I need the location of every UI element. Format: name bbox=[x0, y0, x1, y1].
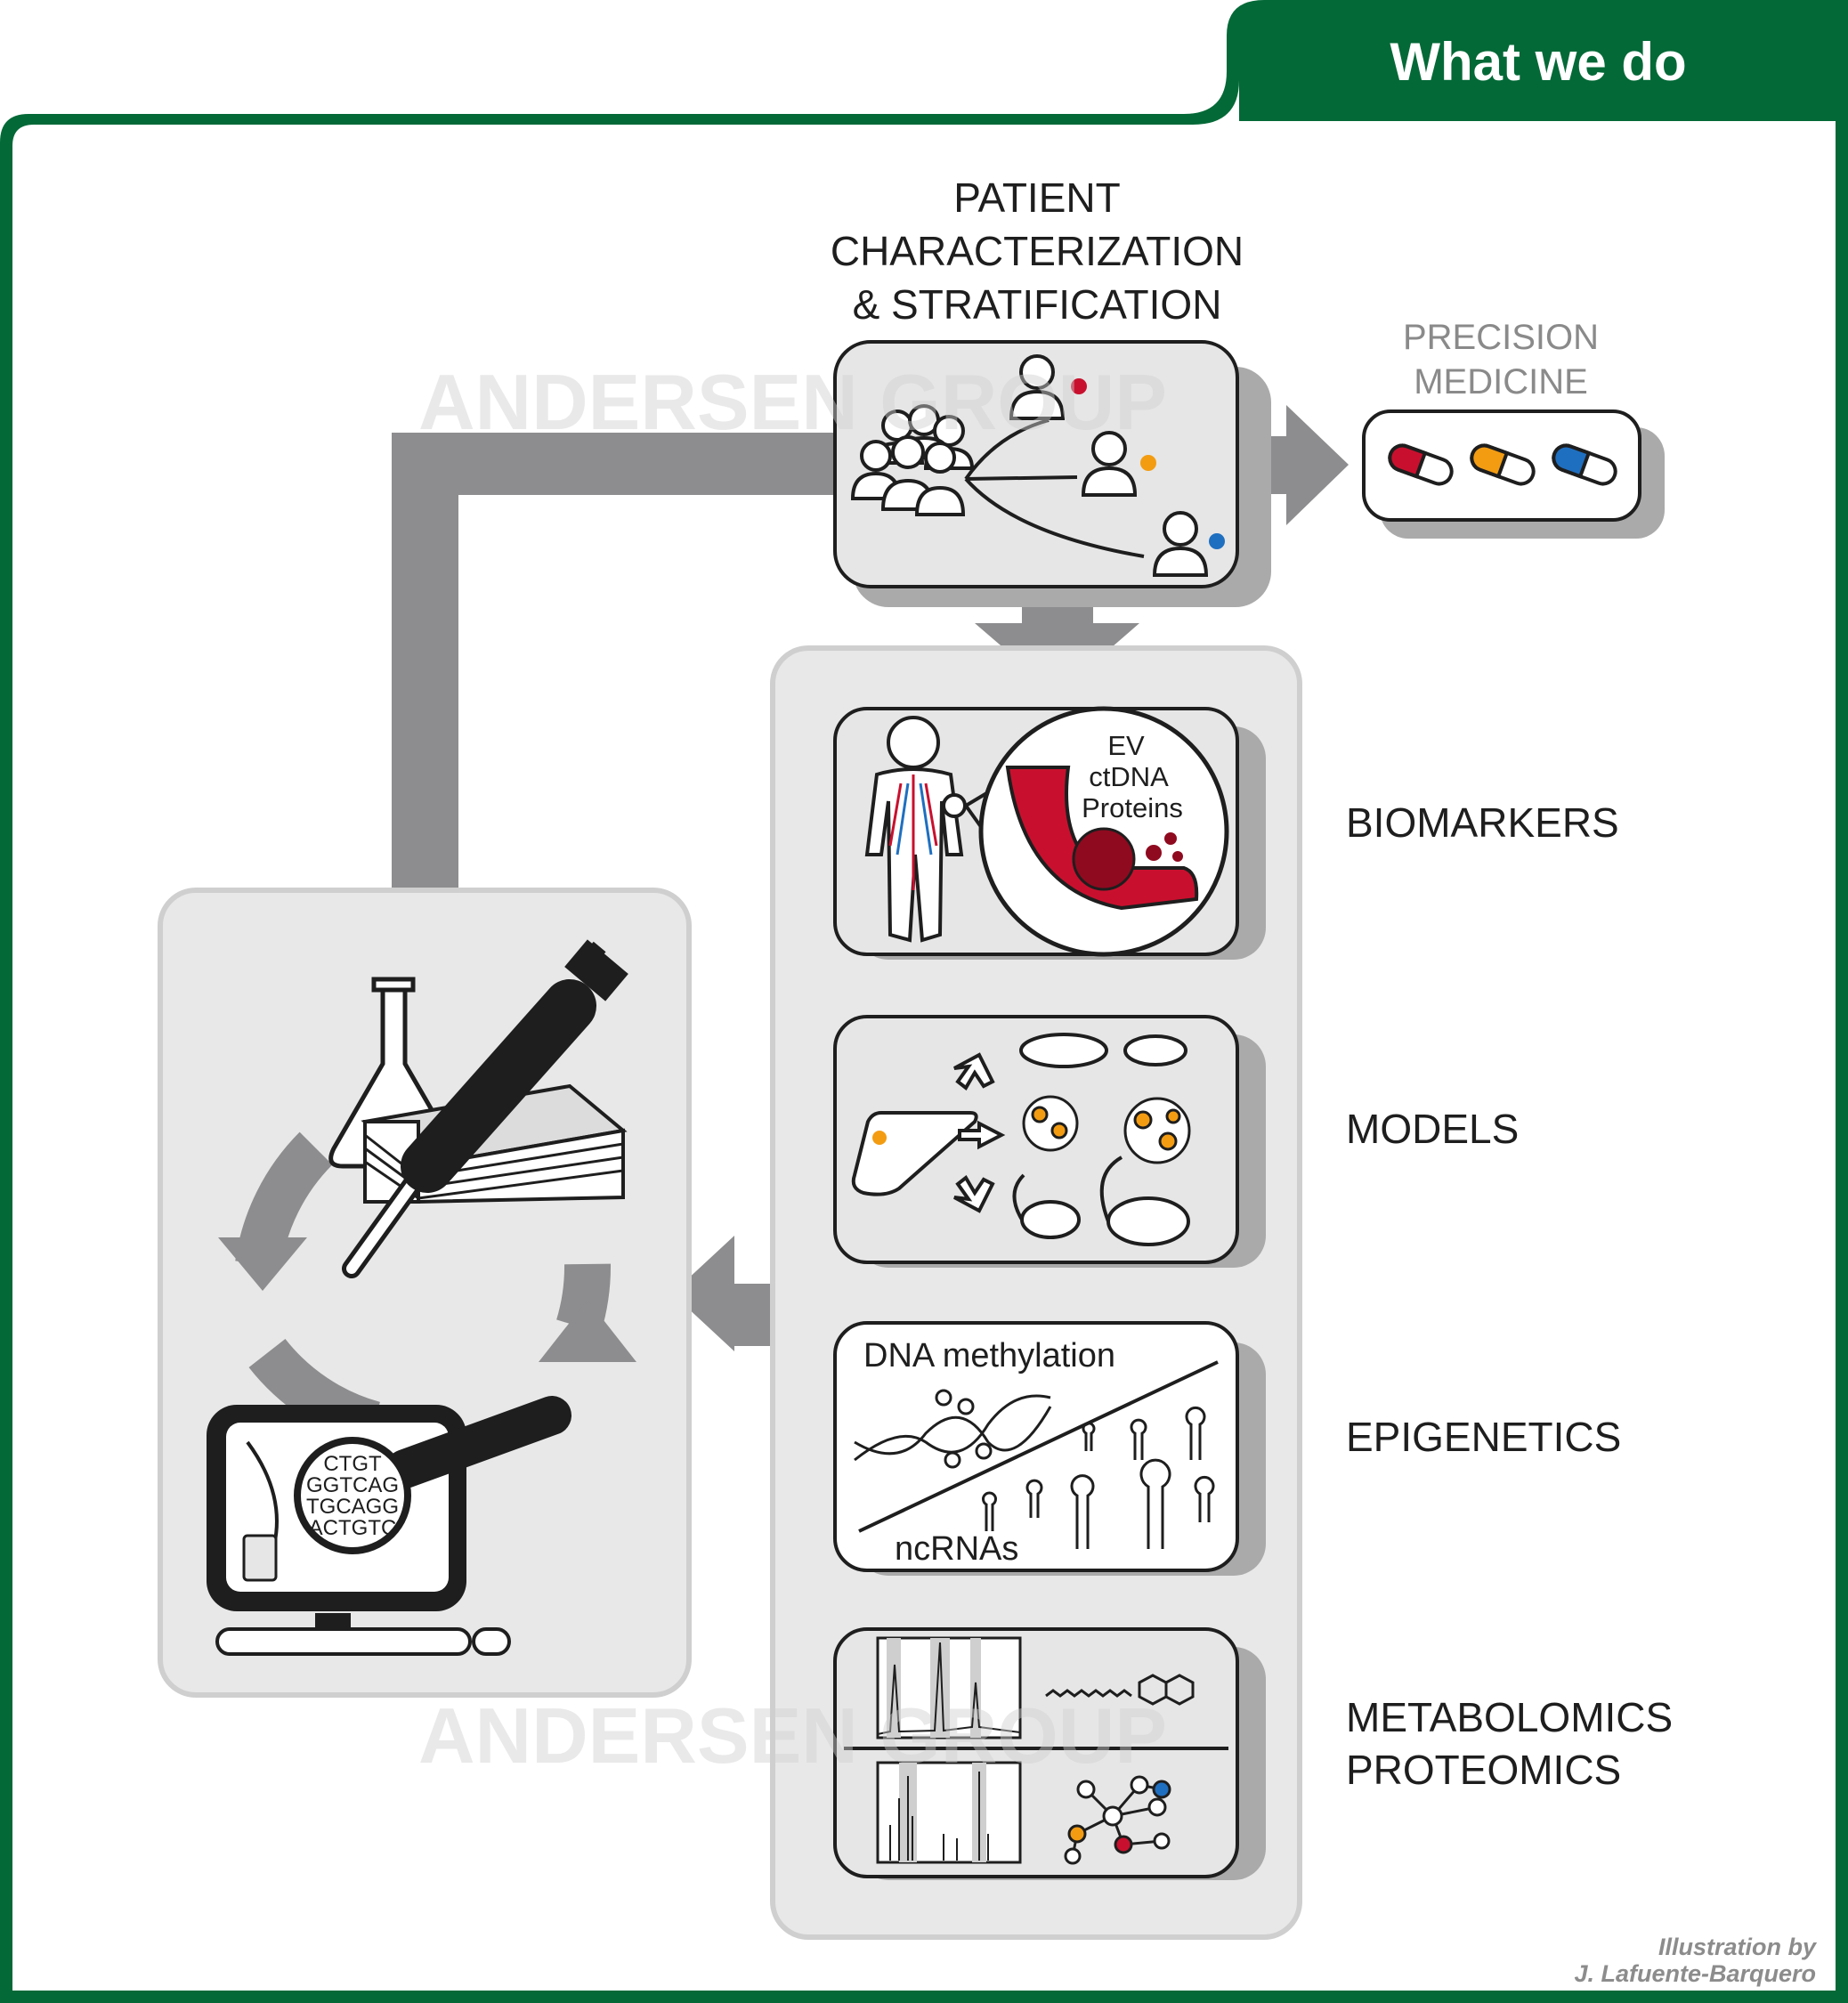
epigenetics-label: EPIGENETICS bbox=[1346, 1414, 1621, 1460]
watermark: ANDERSEN GROUP ANDERSEN GROUP bbox=[418, 358, 1167, 1780]
blue-marker-icon bbox=[1209, 533, 1225, 549]
models-card bbox=[833, 1015, 1266, 1268]
svg-text:CTGT: CTGT bbox=[323, 1452, 382, 1476]
lab-workflow-panel: CTGT GGTCAG TGCAGG ACTGTC bbox=[158, 888, 692, 1698]
svg-text:PRECISION: PRECISION bbox=[1403, 318, 1599, 357]
omics-label: METABOLOMICS PROTEOMICS bbox=[1346, 1694, 1673, 1793]
patient-stratification-box bbox=[833, 340, 1271, 607]
research-areas-panel bbox=[770, 645, 1302, 1940]
epigenetics-card: DNA methylation ncRNAs bbox=[833, 1321, 1266, 1576]
protein-network-icon bbox=[1064, 1775, 1171, 1865]
svg-text:PROTEOMICS: PROTEOMICS bbox=[1346, 1747, 1621, 1793]
direction-arrows bbox=[953, 1052, 1006, 1213]
petri-dish-icons bbox=[1019, 1033, 1187, 1068]
svg-text:EV: EV bbox=[1107, 730, 1145, 761]
svg-text:& STRATIFICATION: & STRATIFICATION bbox=[853, 281, 1222, 328]
magnifier-icon: CTGT GGTCAG TGCAGG ACTGTC bbox=[294, 1396, 571, 1554]
dna-methylation-label: DNA methylation bbox=[863, 1337, 1115, 1375]
svg-text:Illustration by: Illustration by bbox=[1658, 1934, 1818, 1960]
ncrna-hairpin-icons bbox=[982, 1406, 1215, 1549]
dna-helix-icon bbox=[854, 1389, 1052, 1469]
metabolite-structure-icon bbox=[1045, 1674, 1195, 1706]
document-icon bbox=[242, 1534, 278, 1582]
ncrnas-label: ncRNAs bbox=[895, 1530, 1018, 1568]
biomarkers-card: EV ctDNA Proteins bbox=[833, 706, 1266, 960]
patient-subgroup-icons bbox=[1009, 354, 1209, 577]
biomarker-types: EV ctDNA Proteins bbox=[1082, 730, 1183, 823]
svg-text:ANDERSEN GROUP: ANDERSEN GROUP bbox=[418, 1691, 1167, 1780]
pipette-icon bbox=[342, 939, 628, 1278]
models-label: MODELS bbox=[1346, 1106, 1519, 1152]
stratification-lines bbox=[964, 418, 1145, 558]
svg-text:PATIENT: PATIENT bbox=[953, 174, 1120, 221]
svg-text:GGTCAG: GGTCAG bbox=[306, 1473, 399, 1497]
organoid-icons bbox=[1022, 1095, 1191, 1164]
header-title: What we do bbox=[1390, 32, 1686, 92]
zoom-indicator-icon bbox=[942, 793, 967, 818]
svg-text:METABOLOMICS: METABOLOMICS bbox=[1346, 1694, 1673, 1740]
svg-text:MEDICINE: MEDICINE bbox=[1414, 362, 1588, 401]
svg-text:Proteins: Proteins bbox=[1082, 792, 1183, 823]
dna-sequence: CTGT GGTCAG TGCAGG ACTGTC bbox=[306, 1452, 399, 1540]
svg-text:TGCAGG: TGCAGG bbox=[306, 1495, 399, 1519]
orange-marker-icon bbox=[1140, 455, 1156, 471]
mouse-icons bbox=[1012, 1156, 1190, 1246]
mass-spectrum-bottom bbox=[876, 1761, 1022, 1864]
svg-text:ANDERSEN GROUP: ANDERSEN GROUP bbox=[418, 358, 1167, 446]
human-body-icon bbox=[864, 716, 964, 943]
precision-medicine: PRECISION MEDICINE bbox=[1362, 318, 1665, 539]
red-marker-icon bbox=[1071, 378, 1087, 394]
svg-text:ACTGTC: ACTGTC bbox=[309, 1516, 397, 1540]
biomarkers-label: BIOMARKERS bbox=[1346, 799, 1619, 846]
svg-text:CHARACTERIZATION: CHARACTERIZATION bbox=[831, 228, 1244, 274]
capsule-icons bbox=[1388, 443, 1617, 486]
omics-card bbox=[833, 1627, 1266, 1880]
patient-group-icon bbox=[850, 404, 975, 516]
mass-spectrum-top bbox=[876, 1636, 1022, 1739]
svg-text:J. Lafuente-Barquero: J. Lafuente-Barquero bbox=[1574, 1960, 1816, 1987]
illustration-credit: Illustration by J. Lafuente-Barquero bbox=[1574, 1934, 1818, 1987]
svg-text:ctDNA: ctDNA bbox=[1089, 761, 1169, 792]
patient-title: PATIENT CHARACTERIZATION & STRATIFICATIO… bbox=[831, 174, 1244, 328]
blood-vessel-zoom bbox=[978, 706, 1229, 957]
